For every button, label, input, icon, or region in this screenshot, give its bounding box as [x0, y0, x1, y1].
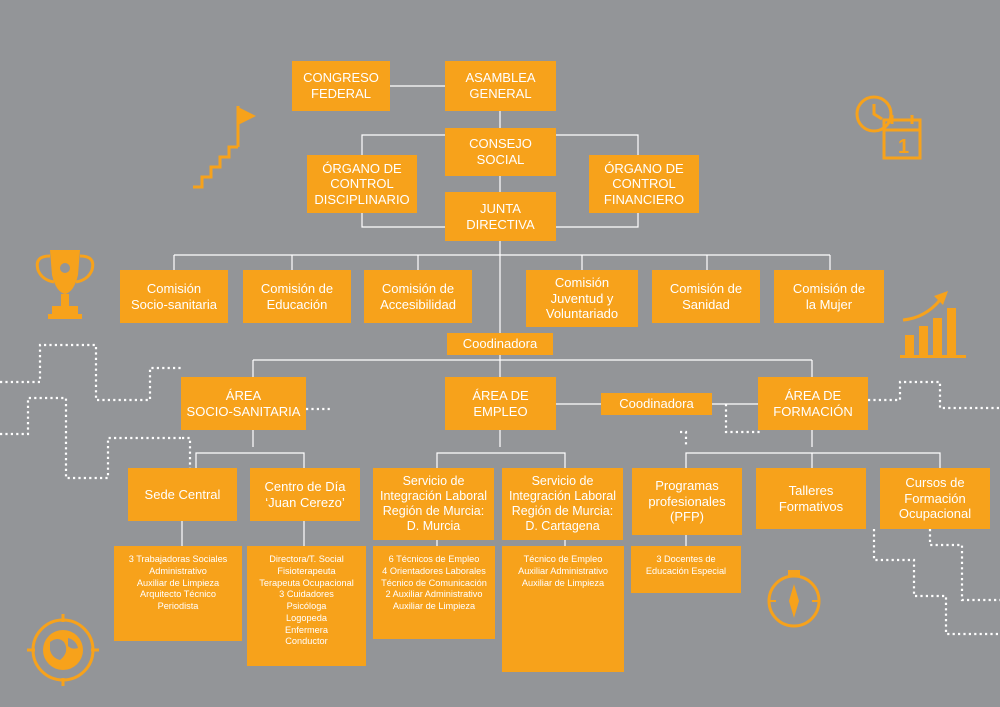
cursos-formacion-box: Cursos de Formación Ocupacional — [880, 468, 990, 529]
compass-icon — [767, 570, 821, 628]
clock-calendar-icon — [855, 95, 922, 160]
sede-central-box: Sede Central — [128, 468, 237, 521]
stairs-flag-icon — [193, 106, 240, 189]
area-socio-sanitaria-box: ÁREA SOCIO-SANITARIA — [181, 377, 306, 430]
staff-centro-de-dia: Directora/T. Social Fisioterapeuta Terap… — [247, 546, 366, 666]
asamblea-general-box: ASAMBLEA GENERAL — [445, 61, 556, 111]
comision-educacion-box: Comisión de Educación — [243, 270, 351, 323]
staff-sede-central: 3 Trabajadoras Sociales Administrativo A… — [114, 546, 242, 641]
comision-juventud-voluntariado-box: Comisión Juventud y Voluntariado — [526, 270, 638, 327]
coordinadora-box: Coodinadora — [447, 333, 553, 355]
consejo-social-box: CONSEJO SOCIAL — [445, 128, 556, 176]
area-formacion-box: ÁREA DE FORMACIÓN — [758, 377, 868, 430]
staff-servicio-murcia: 6 Técnicos de Empleo 4 Orientadores Labo… — [373, 546, 495, 639]
staff-servicio-cartagena: Técnico de Empleo Auxiliar Administrativ… — [502, 546, 624, 672]
comision-socio-sanitaria-box: Comisión Socio-sanitaria — [120, 270, 228, 323]
organo-control-disciplinario-box: ÓRGANO DE CONTROL DISCIPLINARIO — [307, 155, 417, 213]
organo-control-financiero-box: ÓRGANO DE CONTROL FINANCIERO — [589, 155, 699, 213]
area-empleo-box: ÁREA DE EMPLEO — [445, 377, 556, 430]
servicio-murcia-box: Servicio de Integración Laboral Región d… — [373, 468, 494, 540]
growth-chart-icon — [900, 291, 966, 358]
comision-sanidad-box: Comisión de Sanidad — [652, 270, 760, 323]
staff-programas-profesionales: 3 Docentes de Educación Especial — [631, 546, 741, 593]
svg-text:1: 1 — [898, 136, 909, 158]
comision-mujer-box: Comisión de la Mujer — [774, 270, 884, 323]
coordinadora-empleo-formacion-box: Coodinadora — [601, 393, 712, 415]
globe-compass-icon — [27, 614, 99, 686]
servicio-cartagena-box: Servicio de Integración Laboral Región d… — [502, 468, 623, 540]
talleres-formativos-box: Talleres Formativos — [756, 468, 866, 529]
trophy-icon — [35, 250, 95, 319]
junta-directiva-box: JUNTA DIRECTIVA — [445, 192, 556, 241]
centro-de-dia-box: Centro de Día ‘Juan Cerezo’ — [250, 468, 360, 521]
programas-profesionales-box: Programas profesionales (PFP) — [632, 468, 742, 535]
comision-accesibilidad-box: Comisión de Accesibilidad — [364, 270, 472, 323]
congreso-federal-box: CONGRESO FEDERAL — [292, 61, 390, 111]
